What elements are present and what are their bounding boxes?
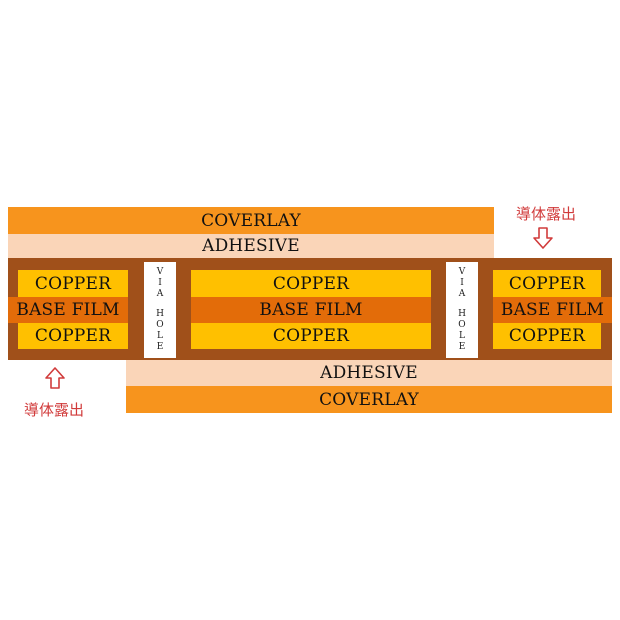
middle-copper-bottom: COPPER bbox=[191, 323, 431, 349]
left-copper-top-label: COPPER bbox=[34, 273, 112, 294]
left-base-film: BASE FILM bbox=[8, 297, 128, 323]
left-base-film-label: BASE FILM bbox=[16, 300, 120, 320]
via-letter: V bbox=[156, 267, 164, 277]
middle-copper-bottom-label: COPPER bbox=[272, 326, 350, 346]
middle-base-film: BASE FILM bbox=[191, 297, 431, 323]
middle-copper-top-label: COPPER bbox=[272, 273, 350, 294]
hole-letter: H bbox=[458, 309, 466, 319]
bottom-adhesive-layer: ADHESIVE bbox=[126, 360, 612, 386]
bottom-coverlay-layer: COVERLAY bbox=[126, 386, 612, 413]
left-copper-top: COPPER bbox=[18, 270, 128, 297]
top-coverlay-label: COVERLAY bbox=[201, 210, 301, 231]
via-letter: A bbox=[458, 289, 466, 299]
left-copper-bottom: COPPER bbox=[18, 323, 128, 349]
top-coverlay-layer: COVERLAY bbox=[8, 207, 494, 234]
callout-top-right: 導体露出 bbox=[515, 204, 576, 223]
right-copper-top-label: COPPER bbox=[508, 273, 586, 294]
hole-letter: E bbox=[458, 342, 466, 352]
top-adhesive-layer: ADHESIVE bbox=[8, 234, 494, 258]
hole-letter: L bbox=[157, 331, 163, 341]
right-copper-bottom: COPPER bbox=[493, 323, 601, 349]
via-letter: A bbox=[156, 289, 164, 299]
right-base-film-label: BASE FILM bbox=[500, 300, 605, 320]
via-hole-left: V I A H O L E bbox=[144, 262, 176, 358]
middle-base-film-label: BASE FILM bbox=[259, 300, 363, 320]
left-copper-bottom-label: COPPER bbox=[34, 326, 112, 346]
via-hole-right: V I A H O L E bbox=[446, 262, 478, 358]
hole-letter: E bbox=[156, 342, 164, 352]
right-base-film: BASE FILM bbox=[493, 297, 612, 323]
via-word: V I A bbox=[459, 267, 466, 300]
via-letter: V bbox=[458, 267, 466, 277]
hole-letter: O bbox=[458, 320, 466, 330]
middle-copper-top: COPPER bbox=[191, 270, 431, 297]
hole-letter: O bbox=[156, 320, 164, 330]
bottom-coverlay-label: COVERLAY bbox=[319, 389, 419, 410]
callout-bottom-left: 導体露出 bbox=[23, 400, 84, 419]
down-arrow-icon bbox=[532, 226, 554, 250]
up-arrow-icon bbox=[44, 366, 66, 390]
via-letter: I bbox=[158, 278, 162, 288]
right-copper-bottom-label: COPPER bbox=[508, 326, 586, 346]
right-copper-top: COPPER bbox=[493, 270, 601, 297]
via-word: V I A bbox=[157, 267, 164, 300]
top-adhesive-label: ADHESIVE bbox=[202, 236, 300, 256]
via-letter: I bbox=[460, 278, 464, 288]
hole-letter: L bbox=[459, 331, 465, 341]
hole-word: H O L E bbox=[156, 309, 164, 353]
bottom-adhesive-label: ADHESIVE bbox=[320, 363, 418, 383]
hole-letter: H bbox=[156, 309, 164, 319]
hole-word: H O L E bbox=[458, 309, 466, 353]
